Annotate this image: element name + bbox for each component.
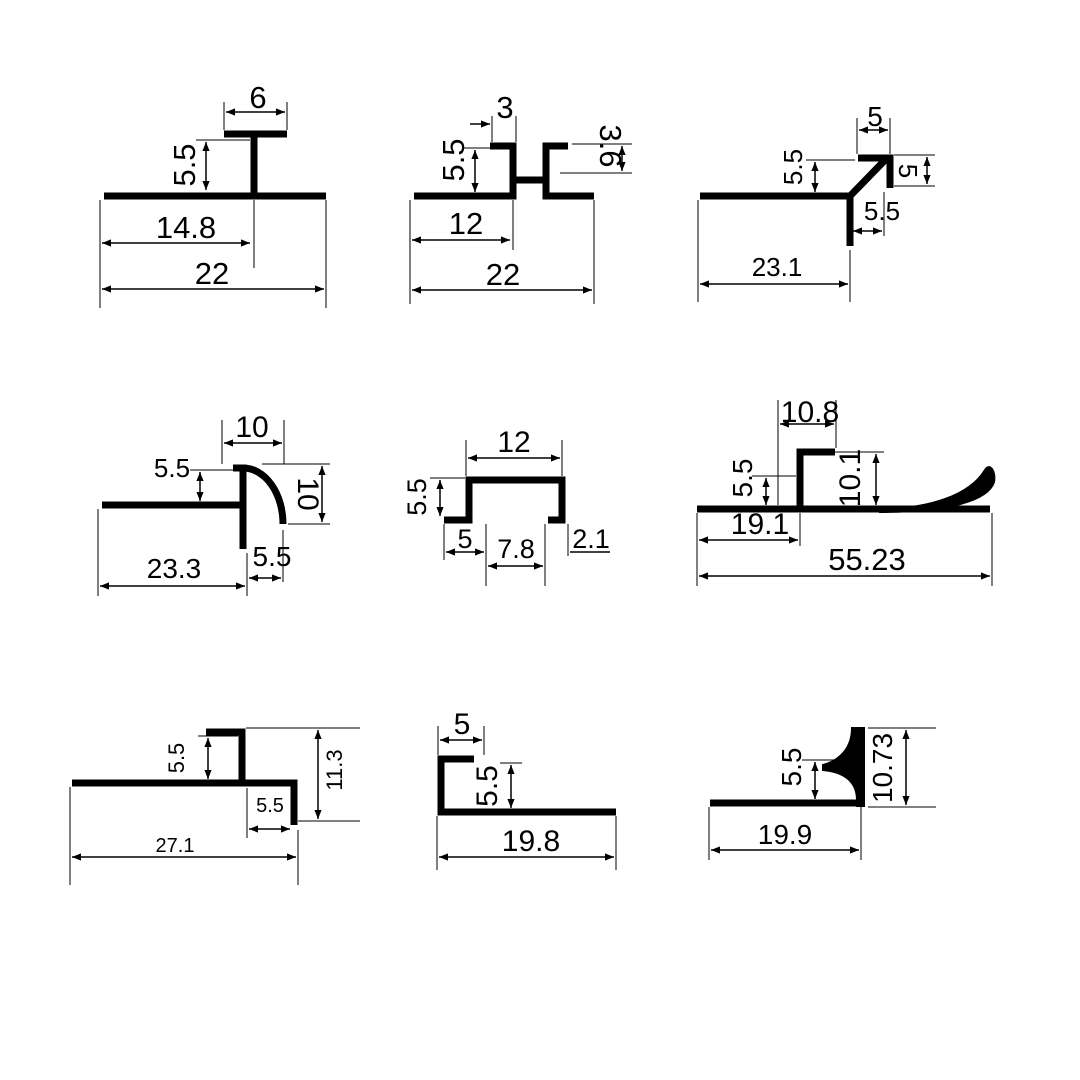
dim-label: 11.3 <box>322 749 347 790</box>
h-profile: 3 5.5 3.6 12 22 <box>409 90 632 304</box>
dim-label: 19.9 <box>758 819 813 850</box>
dim-label: 10.1 <box>834 449 867 507</box>
quarter-round-profile: 10 5.5 10 23.3 5.5 <box>97 411 330 596</box>
t-profile: 6 5.5 14.8 22 <box>99 80 327 308</box>
dim-label: 3 <box>496 90 513 125</box>
corner-angle-profile-shape <box>700 154 894 246</box>
dim-label: 5.5 <box>727 459 758 498</box>
dim-label: 23.3 <box>147 553 202 584</box>
dim-label: 5.5 <box>471 765 504 807</box>
dim-label: 22 <box>195 256 229 291</box>
dim-label: 12 <box>497 426 530 459</box>
dim-label: 3.6 <box>593 124 628 167</box>
u-channel-profile-shape <box>444 476 566 524</box>
dim-label: 5.5 <box>778 149 808 185</box>
dim-label: 5 <box>893 164 923 178</box>
dim-label: 22 <box>486 257 520 292</box>
square-edge-profile-shape <box>437 755 616 816</box>
dim-label: 27.1 <box>156 835 195 857</box>
dim-label: 12 <box>449 206 483 241</box>
dim-label: 55.23 <box>828 542 906 577</box>
dim-label: 5.5 <box>864 196 900 226</box>
corner-angle-profile: 5 5.5 5 5.5 23.1 <box>697 101 935 302</box>
step-edge-profile-shape <box>72 728 298 825</box>
dim-label: 10 <box>291 477 324 510</box>
dim-label: 6 <box>249 80 266 115</box>
dim-label: 5.5 <box>167 143 202 186</box>
dim-label: 2.1 <box>572 524 610 554</box>
dim-label: 5 <box>454 708 471 741</box>
cove-edge-profile: 5.5 10.73 19.9 <box>708 727 936 860</box>
dim-label: 5.5 <box>402 478 432 516</box>
cove-edge-profile-shape <box>710 727 865 807</box>
step-edge-profile: 5.5 11.3 5.5 27.1 <box>69 727 360 885</box>
dim-label: 10.8 <box>781 396 839 429</box>
dim-label: 14.8 <box>156 210 216 245</box>
dim-label: 10 <box>235 411 268 444</box>
dim-label: 5.5 <box>154 453 190 483</box>
stair-nosing-profile: 10.8 5.5 10.1 19.1 55.23 <box>696 396 996 586</box>
dim-label: 19.1 <box>731 508 789 541</box>
dim-label: 5 <box>457 524 472 554</box>
quarter-round-profile-shape <box>102 464 287 549</box>
t-profile-shape <box>104 130 326 200</box>
dim-label: 5.5 <box>436 138 471 181</box>
dim-label: 7.8 <box>497 534 535 564</box>
h-profile-shape <box>414 142 594 200</box>
dim-label: 5.5 <box>253 541 292 572</box>
dim-label: 5 <box>867 101 883 132</box>
dim-label: 5.5 <box>164 743 189 774</box>
dim-label: 5.5 <box>776 748 807 787</box>
square-edge-profile: 5 5.5 19.8 <box>436 708 617 870</box>
dim-label: 10.73 <box>867 733 898 803</box>
dim-label: 19.8 <box>502 825 560 858</box>
dim-label: 23.1 <box>752 252 803 282</box>
u-channel-profile: 12 5.5 5 7.8 2.1 <box>402 426 610 586</box>
dim-label: 5.5 <box>256 795 284 817</box>
